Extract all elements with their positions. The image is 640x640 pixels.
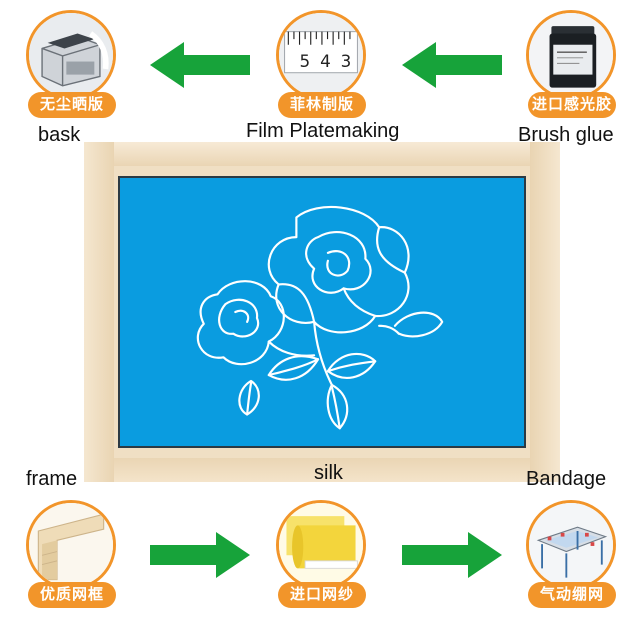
step-film-en-label: Film Platemaking [246, 120, 400, 142]
step-glue-en-label: Brush glue [518, 124, 614, 146]
step-glue-cn-label: 进口感光胶 [528, 92, 616, 118]
frame-edge-bottom [84, 458, 560, 482]
step-silk-cn-label: 进口网纱 [278, 582, 366, 608]
exposure-machine-icon [26, 10, 116, 100]
step-stretch-cn-label: 气动绷网 [528, 582, 616, 608]
svg-text:4: 4 [320, 51, 331, 71]
svg-text:3: 3 [341, 51, 352, 71]
arrow-left-icon [402, 42, 502, 88]
step-exposure-en-label: bask [38, 124, 81, 146]
wood-frame-icon [26, 500, 116, 590]
frame-edge-left [84, 142, 114, 482]
step-glue: 进口感光胶 [518, 10, 628, 125]
step-exposure: 无尘晒版 [18, 10, 128, 125]
step-silk: 进口网纱 [268, 500, 378, 615]
step-exposure-cn-label: 无尘晒版 [28, 92, 116, 118]
step-frame-cn-label: 优质网框 [28, 582, 116, 608]
step-film-cn-label: 菲林制版 [278, 92, 366, 118]
mesh-roll-icon [276, 500, 366, 590]
frame-edge-right [530, 142, 560, 482]
emulsion-can-icon [526, 10, 616, 100]
step-silk-en-label: silk [314, 462, 343, 484]
arrow-right-icon [150, 532, 250, 578]
step-stretch: 气动绷网 [518, 500, 628, 615]
frame-edge-top [84, 142, 560, 166]
rose-stencil-icon [196, 205, 444, 430]
blue-mesh-screen [118, 176, 526, 448]
arrow-right-icon [402, 532, 502, 578]
step-frame-en-label: frame [26, 468, 78, 490]
step-frame: 优质网框 [18, 500, 128, 615]
step-stretch-en-label: Bandage [526, 468, 607, 490]
stretching-machine-icon [526, 500, 616, 590]
arrow-left-icon [150, 42, 250, 88]
film-ruler-icon: 5 4 3 [276, 10, 366, 100]
svg-text:5: 5 [300, 51, 311, 71]
step-film: 5 4 3 菲林制版 [268, 10, 378, 125]
